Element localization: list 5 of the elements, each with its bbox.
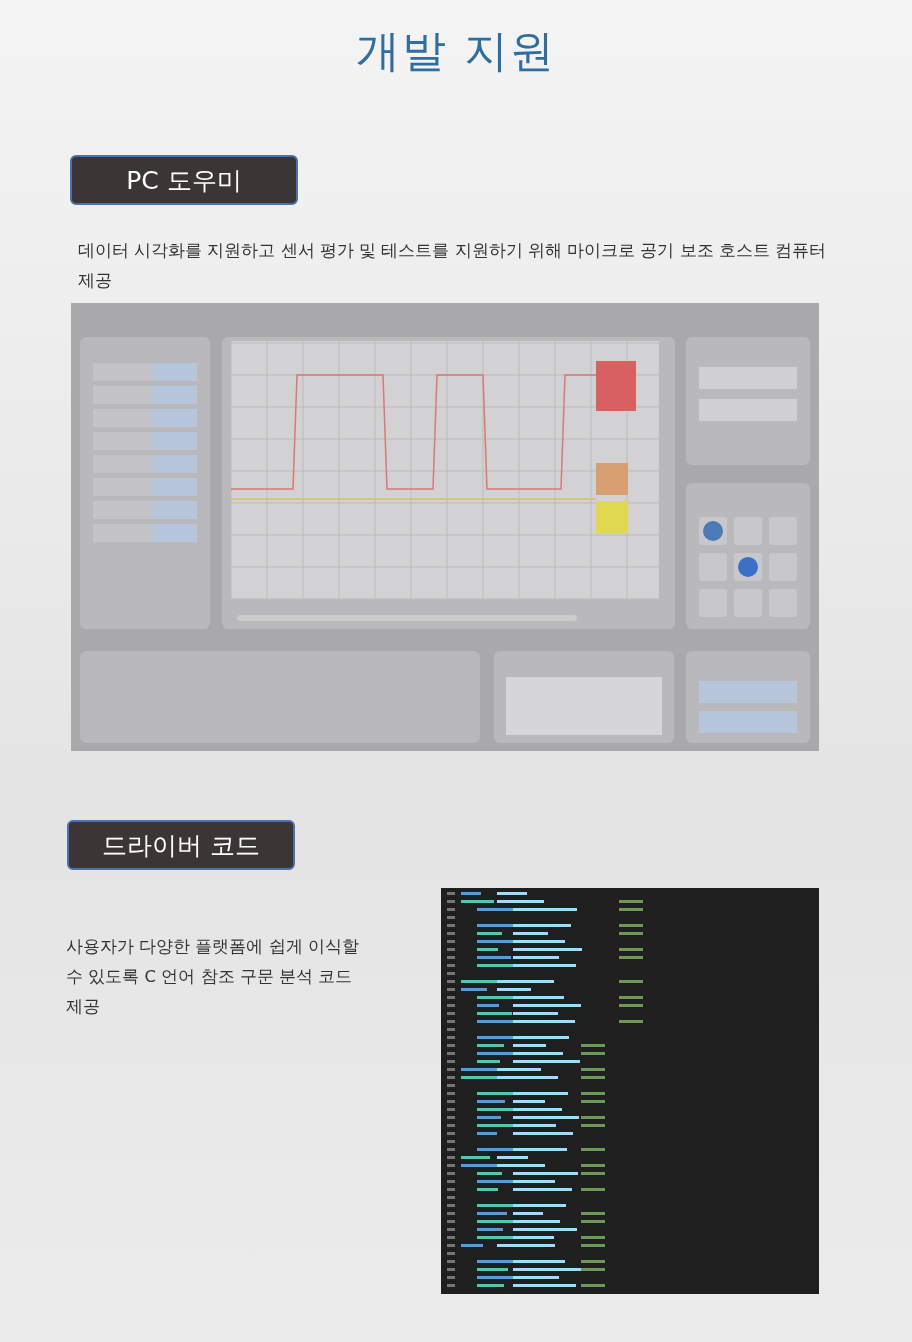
section-heading: PC 도우미 [70,155,298,205]
section-heading: 드라이버 코드 [67,820,295,870]
description-text: 사용자가 다양한 플랫폼에 쉽게 이식할 수 있도록 C 언어 참조 구문 분석 코드 제공 [66,936,360,1018]
page-title: 개발 지원 [355,24,557,78]
description-text: 데이터 시각화를 지원하고 센서 평가 및 테스트를 지원하기 위해 마이크로 공기 보조 호스트 컴퓨터 제공 [78,240,828,292]
